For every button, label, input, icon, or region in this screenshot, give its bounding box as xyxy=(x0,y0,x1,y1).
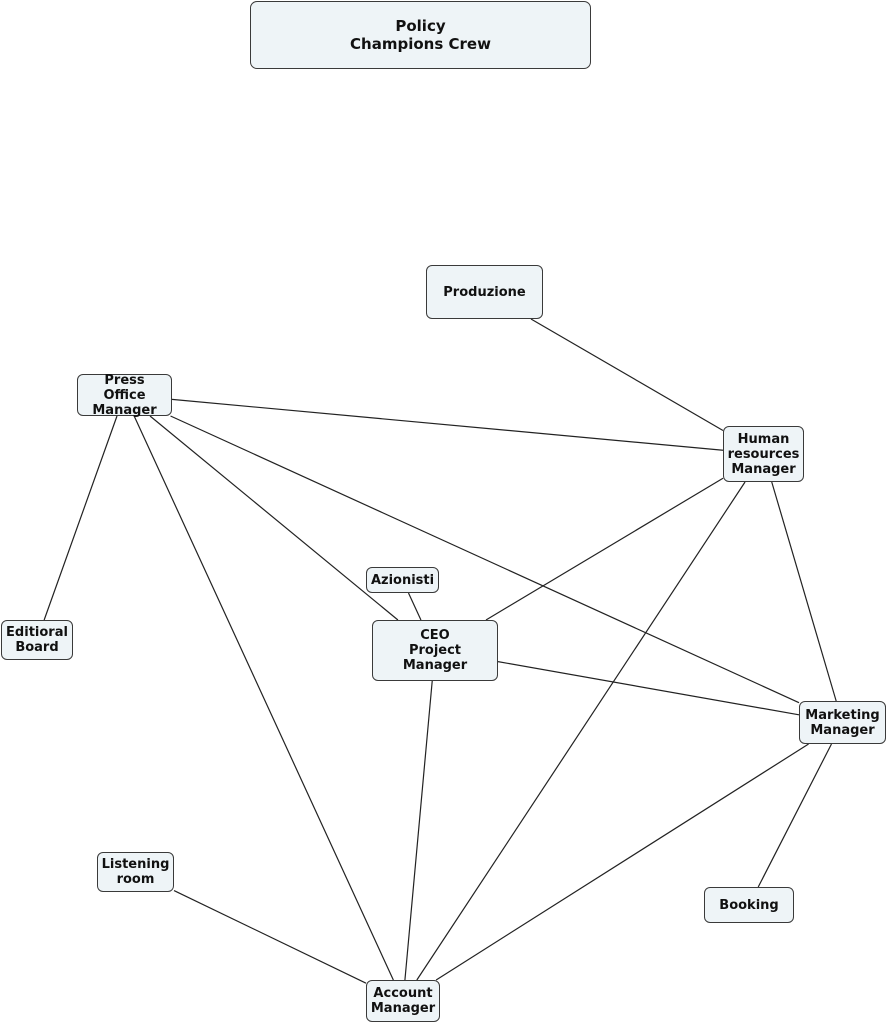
connection-ceo-marketing xyxy=(497,661,800,716)
connection-press_office-editorial xyxy=(43,415,118,621)
connection-listening-account xyxy=(173,890,367,984)
node-produzione[interactable]: Produzione xyxy=(426,265,543,319)
connection-produzione-hr xyxy=(530,318,724,432)
node-listening-room[interactable]: Listening room xyxy=(97,852,174,892)
connection-hr-account xyxy=(416,481,746,981)
node-azionisti[interactable]: Azionisti xyxy=(366,567,439,593)
node-editorial-board[interactable]: Editioral Board xyxy=(1,620,73,660)
node-booking[interactable]: Booking xyxy=(704,887,794,923)
connection-hr-ceo xyxy=(485,477,724,621)
node-hr-manager[interactable]: Human resources Manager xyxy=(723,426,804,482)
node-ceo-project-manager[interactable]: CEO Project Manager xyxy=(372,620,498,681)
connection-press_office-ceo xyxy=(149,415,399,621)
diagram-title: Policy Champions Crew xyxy=(250,1,591,69)
node-marketing-manager[interactable]: Marketing Manager xyxy=(799,701,886,744)
connection-hr-marketing xyxy=(771,481,837,702)
node-account-manager[interactable]: Account Manager xyxy=(366,980,440,1022)
node-press-office-manager[interactable]: Press Office Manager xyxy=(77,373,172,418)
connection-ceo-account xyxy=(404,680,433,981)
connection-marketing-booking xyxy=(757,743,833,888)
connection-press_office-account xyxy=(133,415,394,981)
connection-marketing-account xyxy=(435,743,809,981)
connection-press_office-marketing xyxy=(170,415,800,704)
connection-press_office-hr xyxy=(171,398,724,451)
connection-azionisti-ceo xyxy=(407,592,422,621)
